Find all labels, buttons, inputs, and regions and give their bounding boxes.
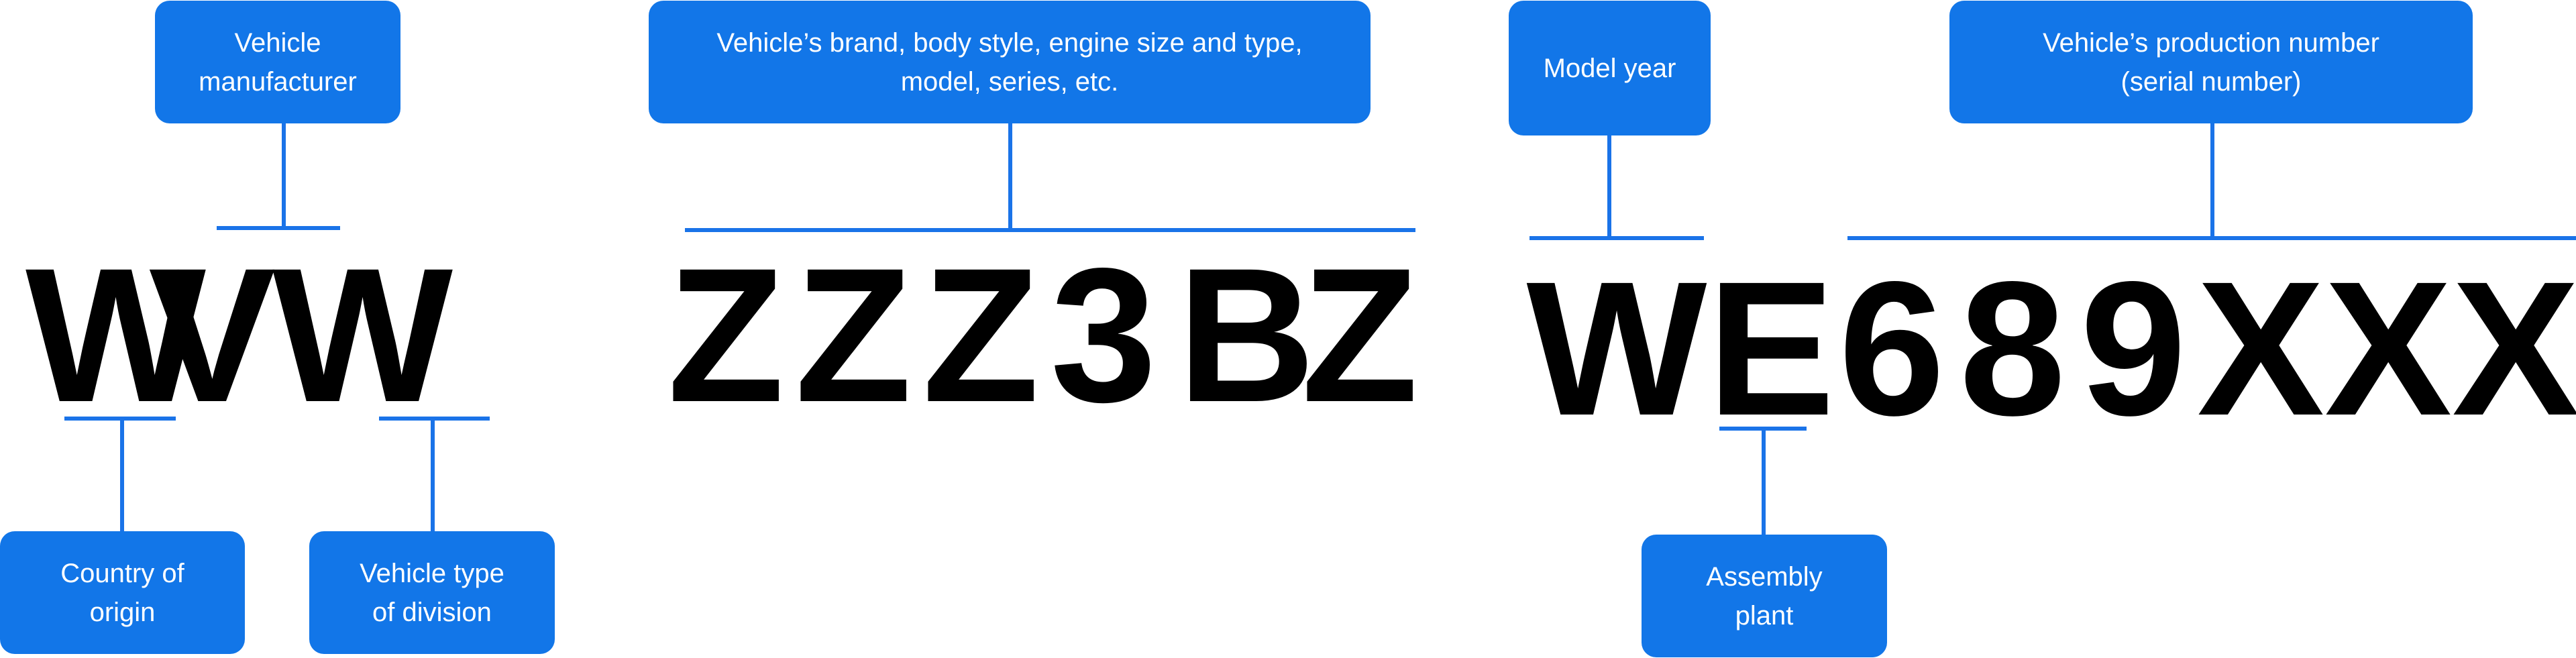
- vin-assembly-plant: E: [1707, 242, 1835, 455]
- descriptor-connector: [1008, 123, 1012, 229]
- assembly-plant-bracket: [1719, 427, 1807, 431]
- vin-char: B: [1177, 229, 1316, 442]
- vin-vds: Z Z Z 3 B Z: [664, 235, 1429, 436]
- vin-char: 6: [1838, 242, 1945, 455]
- vin-char: Z: [795, 229, 912, 442]
- vin-char: X: [2197, 242, 2325, 455]
- vehicle-type-connector: [431, 421, 435, 531]
- model-year-bracket: [1529, 236, 1704, 240]
- vehicle-descriptor-label: Vehicle’s brand, body style, engine size…: [649, 1, 1371, 123]
- assembly-plant-connector: [1762, 431, 1766, 535]
- vin-char: 8: [1959, 242, 2066, 455]
- vin-model-year: W: [1526, 242, 1707, 455]
- descriptor-bracket: [685, 228, 1415, 232]
- vin-char: Z: [1301, 229, 1419, 442]
- production-number-connector: [2210, 123, 2214, 236]
- manufacturer-bracket: [217, 226, 340, 230]
- vin-char: W: [272, 229, 453, 442]
- vin-wmi: W V W: [0, 235, 537, 436]
- manufacturer-connector: [282, 123, 286, 229]
- vin-serial: 6 8 9 X X X: [1831, 248, 2576, 449]
- vin-char: Z: [667, 229, 785, 442]
- model-year-label: Model year: [1509, 1, 1711, 135]
- vin-char: 9: [2080, 242, 2187, 455]
- production-number-bracket: [1847, 236, 2576, 240]
- production-number-label: Vehicle’s production number(serial numbe…: [1949, 1, 2473, 123]
- country-bracket: [64, 417, 176, 421]
- vin-char: Z: [922, 229, 1040, 442]
- vin-char: W: [25, 229, 206, 442]
- vin-char: 3: [1050, 229, 1157, 442]
- model-year-connector: [1607, 135, 1611, 236]
- vin-char: X: [2452, 242, 2576, 455]
- vehicle-type-bracket: [379, 417, 490, 421]
- vin-char: X: [2324, 242, 2453, 455]
- vin-char: V: [148, 229, 276, 442]
- country-connector: [120, 421, 124, 531]
